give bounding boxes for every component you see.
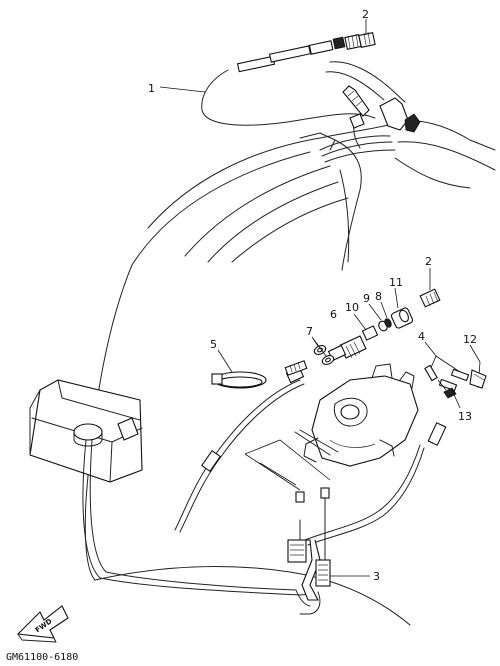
callout-11: 11: [389, 276, 403, 289]
callout-3: 3: [373, 570, 380, 583]
part-2-nut-lower: [419, 268, 441, 308]
speedometer-cable-lower: [82, 366, 447, 615]
callout-5: 5: [210, 338, 217, 351]
callout-2a: 2: [362, 8, 369, 21]
left-bracket: [29, 379, 143, 483]
handlebar-assembly: [319, 19, 421, 163]
callout-7: 7: [306, 325, 313, 338]
part-11-housing: [390, 287, 414, 329]
callout-10: 10: [345, 301, 359, 314]
leader-1: [159, 86, 206, 93]
parts-row: [211, 268, 441, 389]
fwd-arrow: FWD: [16, 605, 69, 643]
callout-4: 4: [418, 330, 425, 343]
cable-end-fitting: [284, 360, 308, 376]
callout-13: 13: [458, 410, 472, 423]
speedometer-cable-upper: [201, 31, 376, 126]
part-6-bushing: [327, 335, 367, 362]
callout-9: 9: [363, 292, 370, 305]
speedometer-gear-unit: [244, 363, 419, 491]
leader-13: [437, 379, 447, 391]
part-5-clamp: [211, 349, 267, 389]
callout-12: 12: [463, 333, 477, 346]
drawing-code: GM61100-6180: [6, 652, 78, 663]
callout-8: 8: [375, 290, 382, 303]
callout-2b: 2: [425, 255, 432, 268]
callout-1: 1: [148, 82, 155, 95]
part-8-oring: [380, 301, 392, 328]
right-parts: [424, 341, 487, 409]
cowling-outline: [84, 120, 496, 626]
part-7-washers: [311, 336, 335, 365]
callouts: 1 2 2 3 4 5 6 7 8 9 10 11 12 13: [148, 8, 477, 583]
callout-6: 6: [330, 308, 337, 321]
part-10-gear: [353, 313, 379, 341]
